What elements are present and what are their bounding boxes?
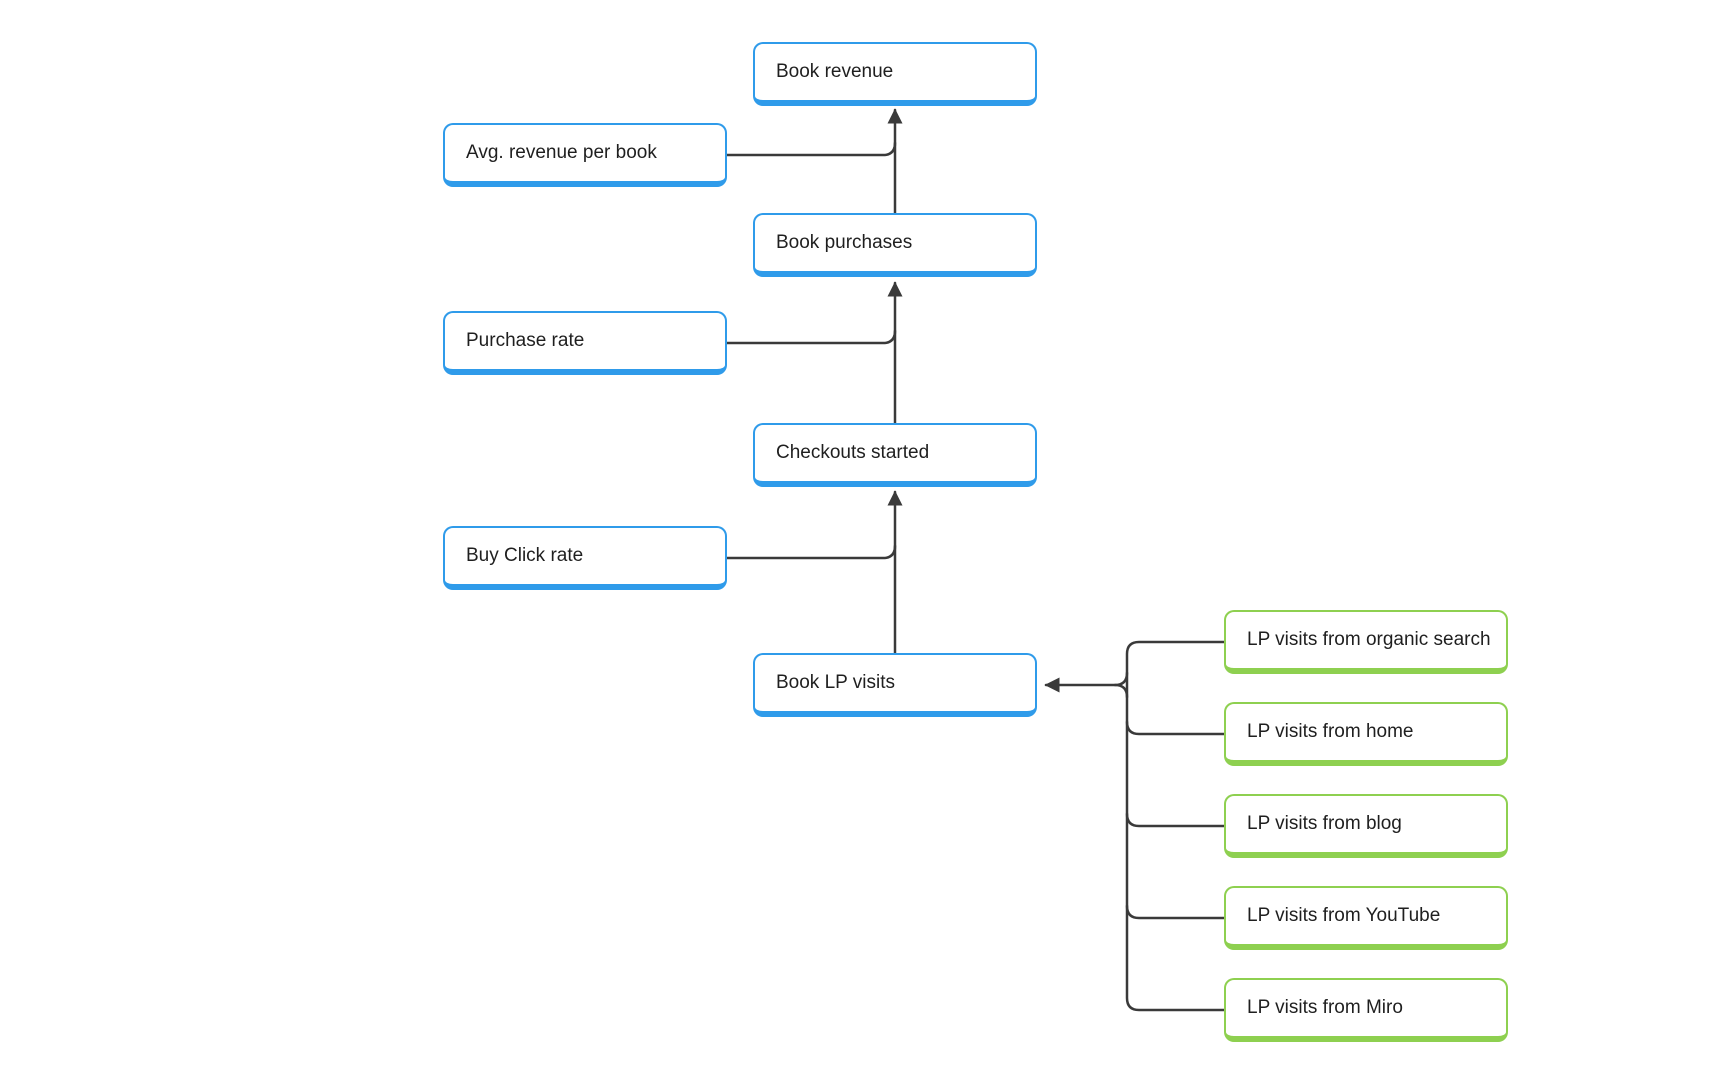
edge-sources-to-book-lp-visits-lower-curve	[1113, 683, 1129, 699]
edge-lp-sources-trunk	[1125, 640, 1226, 1012]
edge-lp-visits-home-branch	[1125, 720, 1226, 736]
node-book-purchases[interactable]: Book purchases	[753, 213, 1037, 277]
node-lp-visits-youtube[interactable]: LP visits from YouTube	[1224, 886, 1508, 950]
node-lp-visits-home[interactable]: LP visits from home	[1224, 702, 1508, 766]
node-checkouts-started[interactable]: Checkouts started	[753, 423, 1037, 487]
node-avg-revenue-per-book[interactable]: Avg. revenue per book	[443, 123, 727, 187]
edge-purchase-rate-to-book-purchases	[725, 329, 897, 345]
edge-lp-visits-blog-branch	[1125, 812, 1226, 828]
node-lp-visits-miro[interactable]: LP visits from Miro	[1224, 978, 1508, 1042]
node-purchase-rate[interactable]: Purchase rate	[443, 311, 727, 375]
node-lp-visits-blog[interactable]: LP visits from blog	[1224, 794, 1508, 858]
node-buy-click-rate[interactable]: Buy Click rate	[443, 526, 727, 590]
edge-avg-revenue-per-book-to-book-revenue	[725, 141, 897, 157]
node-book-revenue[interactable]: Book revenue	[753, 42, 1037, 106]
node-book-lp-visits[interactable]: Book LP visits	[753, 653, 1037, 717]
node-lp-visits-organic-search[interactable]: LP visits from organic search	[1224, 610, 1508, 674]
edge-lp-visits-youtube-branch	[1125, 904, 1226, 920]
edge-buy-click-rate-to-checkouts-started	[725, 544, 897, 560]
edge-sources-to-book-lp-visits	[1044, 671, 1129, 693]
